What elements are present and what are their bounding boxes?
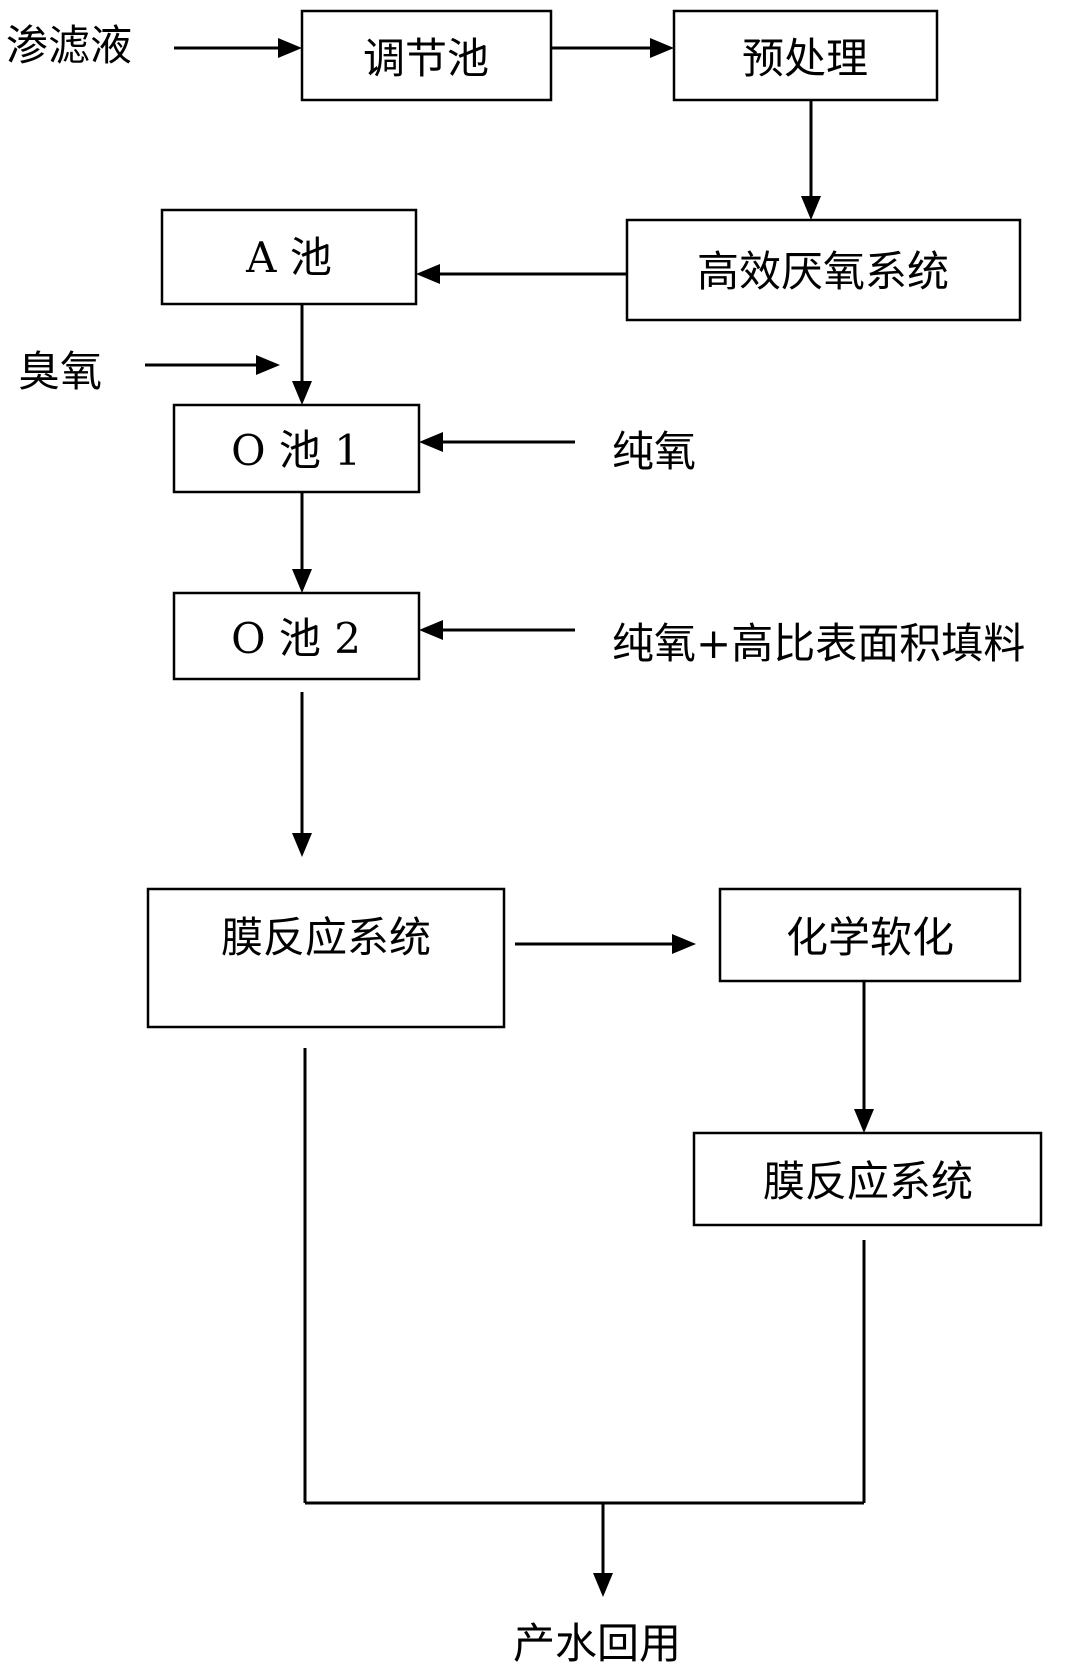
arrow-pure-oxygen-media-to-o-tank-2 bbox=[419, 620, 575, 640]
chemical-softening-box: 化学软化 bbox=[718, 887, 1022, 983]
membrane-reactor-2-label: 膜反应系统 bbox=[763, 1157, 973, 1206]
anaerobic-system-label: 高效厌氧系统 bbox=[697, 247, 949, 296]
pure-oxygen-media-label: 纯氧+高比表面积填料 bbox=[612, 619, 1025, 668]
membrane-reactor-1-label: 膜反应系统 bbox=[221, 913, 431, 962]
arrow-equalization-to-pretreatment bbox=[551, 38, 674, 58]
arrow-pure-oxygen-to-o-tank-1 bbox=[419, 432, 575, 452]
arrow-anaerobic-to-a-tank bbox=[416, 264, 627, 284]
arrow-a-tank-to-o-tank-1 bbox=[292, 304, 312, 405]
o-tank-2-label: O 池 2 bbox=[231, 614, 361, 663]
arrow-to-water-reuse bbox=[593, 1503, 613, 1597]
pretreatment-box: 预处理 bbox=[672, 9, 939, 102]
arrow-membrane-reactor-1-to-chemical-softening bbox=[515, 934, 696, 954]
arrow-leachate-to-equalization bbox=[174, 38, 302, 58]
water-reuse-label: 产水回用 bbox=[513, 1619, 681, 1668]
pretreatment-label: 预处理 bbox=[742, 34, 868, 83]
arrow-o-tank-1-to-o-tank-2 bbox=[292, 492, 312, 593]
arrow-ozone-input bbox=[145, 355, 280, 375]
anaerobic-system-box: 高效厌氧系统 bbox=[625, 218, 1022, 322]
leachate-label: 渗滤液 bbox=[6, 21, 132, 70]
o-tank-2-box: O 池 2 bbox=[172, 591, 421, 681]
chemical-softening-label: 化学软化 bbox=[786, 913, 954, 962]
equalization-tank-label: 调节池 bbox=[363, 34, 489, 83]
a-tank-label: A 池 bbox=[245, 233, 332, 282]
o-tank-1-box: O 池 1 bbox=[172, 403, 421, 494]
arrow-chemical-softening-to-membrane-reactor-2 bbox=[854, 981, 874, 1133]
o-tank-1-label: O 池 1 bbox=[231, 426, 361, 475]
arrow-pretreatment-to-anaerobic bbox=[801, 100, 821, 220]
ozone-label: 臭氧 bbox=[18, 347, 102, 396]
pure-oxygen-label: 纯氧 bbox=[612, 427, 696, 476]
arrow-o-tank-2-to-membrane-reactor-1 bbox=[292, 692, 312, 857]
membrane-reactor-2-box: 膜反应系统 bbox=[692, 1131, 1043, 1227]
membrane-reactor-1-box: 膜反应系统 bbox=[146, 887, 506, 1029]
equalization-tank-box: 调节池 bbox=[300, 9, 553, 102]
a-tank-box: A 池 bbox=[160, 208, 418, 306]
